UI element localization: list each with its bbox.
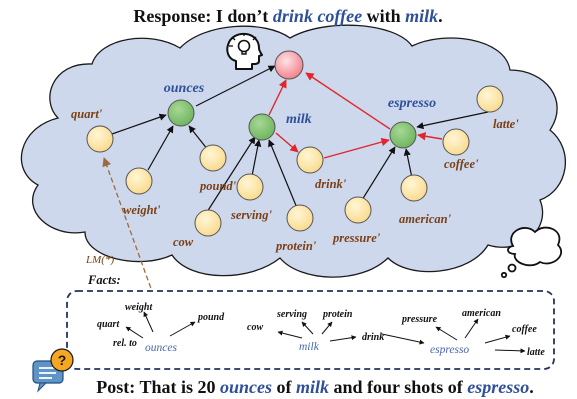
fact-latte: latte (527, 347, 545, 358)
post-title: Post: That is 20 ounces of milk and four… (96, 377, 533, 397)
head-lightbulb-icon (226, 32, 263, 70)
edge-pressure-espresso (361, 146, 396, 201)
node-espresso (389, 121, 417, 149)
edge-weight-ounces (147, 125, 174, 171)
label-pressure: pressure' (332, 231, 381, 245)
lm-label: LM(*) (85, 254, 114, 266)
edge-milk-target (268, 79, 287, 116)
node-cow (194, 209, 222, 237)
fact-rel-to: rel. to (113, 338, 137, 349)
fact-drink: drink (362, 332, 384, 343)
node-drink (296, 146, 324, 174)
label-ounces: ounces (164, 81, 205, 96)
edge-american-espresso (403, 148, 413, 179)
label-coffee: coffee' (444, 157, 479, 171)
fact-pound: pound (197, 312, 225, 323)
fact-cow: cow (247, 322, 263, 333)
edge-pound-ounces (188, 125, 209, 151)
label-latte: latte' (493, 117, 519, 131)
node-pound (199, 144, 227, 172)
node-pressure (344, 196, 372, 224)
edge-latte-espresso (416, 111, 489, 130)
edge-quart-ounces (111, 113, 167, 135)
label-cow: cow (173, 235, 194, 249)
node-coffee (442, 128, 470, 156)
label-drink: drink' (315, 177, 347, 191)
node-serving (236, 173, 264, 201)
lm-arrow: LM(*) (85, 157, 168, 334)
fact-milk: milk (299, 341, 320, 353)
label-quart: quart' (71, 107, 103, 121)
node-latte (476, 85, 504, 113)
fact-espresso: espresso (430, 344, 469, 356)
graph-nodes (86, 50, 504, 237)
node-quart (86, 125, 114, 153)
label-milk: milk (286, 112, 312, 127)
node-milk (248, 113, 276, 141)
edge-serving-milk (251, 139, 262, 177)
target-node (274, 50, 304, 80)
node-protein (286, 204, 314, 232)
label-weight: weight' (123, 203, 161, 217)
fact-american: american (462, 308, 501, 319)
fact-quart: quart (97, 319, 120, 330)
fact-coffee: coffee (512, 324, 537, 335)
edge-cow-milk (206, 136, 256, 213)
label-american: american' (399, 212, 452, 226)
label-espresso: espresso (388, 96, 436, 111)
edge-protein-milk (268, 139, 298, 209)
node-american (400, 174, 428, 202)
label-protein: protein' (275, 239, 317, 253)
node-weight (125, 167, 153, 195)
graph-edges (111, 65, 489, 213)
reasoning-edges (268, 72, 443, 159)
fact-pressure: pressure (401, 314, 438, 325)
edge-coffee-espresso (417, 132, 443, 141)
edge-espresso-target (305, 72, 391, 130)
thought-bubble-icon (500, 226, 562, 279)
label-pound: pound' (199, 179, 237, 193)
label-serving: serving' (230, 208, 273, 222)
fact-ounces: ounces (145, 342, 177, 354)
svg-text:?: ? (58, 352, 67, 368)
response-title: Response: I don’t drink coffee with milk… (133, 6, 442, 26)
facts-title: Facts: (87, 273, 121, 287)
question-chat-icon: ? (32, 348, 74, 393)
fact-weight: weight (125, 302, 153, 313)
edge-ounces-target (195, 65, 276, 107)
facts-box (66, 290, 555, 370)
fact-edges (125, 311, 526, 354)
node-ounces (167, 99, 195, 127)
fact-serving: serving (276, 309, 307, 320)
edge-milk-drink (275, 132, 299, 153)
fact-protein: protein (322, 309, 353, 320)
edge-drink-espresso (323, 137, 390, 159)
